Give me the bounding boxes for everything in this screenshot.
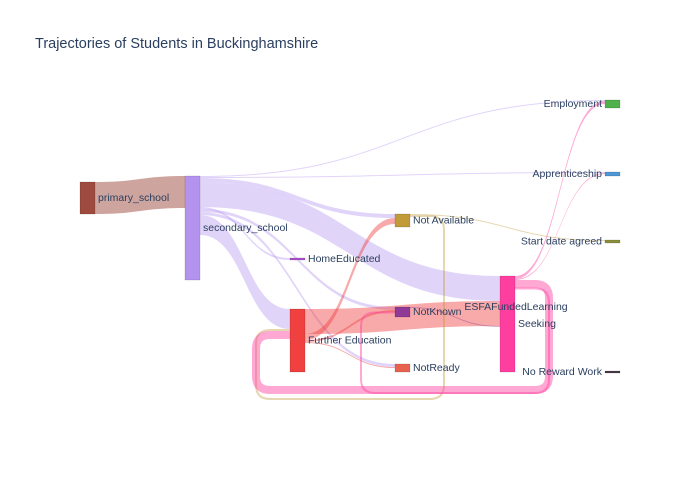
node-label-secondary_school: secondary_school	[203, 222, 288, 234]
node-primary_school[interactable]	[79, 181, 96, 215]
link-Further-Education-to-ESFAFundedLearning[interactable]	[305, 301, 500, 334]
node-No-Reward-Work[interactable]	[604, 370, 621, 374]
node-label-Employment: Employment	[544, 98, 602, 110]
link-ESFAFundedLearning-to-Apprenticeship[interactable]	[515, 173, 605, 280]
link-secondary_school-to-ESFAFundedLearning[interactable]	[200, 182, 500, 301]
link-secondary_school-to-Employment[interactable]	[200, 100, 605, 177]
nodes-layer	[79, 99, 621, 374]
node-label-Not-Available: Not Available	[413, 214, 474, 226]
chart-title: Trajectories of Students in Buckinghamsh…	[35, 36, 319, 52]
node-label-Apprenticeship: Apprenticeship	[533, 168, 603, 180]
link-secondary_school-to-HomeEducated[interactable]	[200, 207, 290, 260]
node-Apprenticeship[interactable]	[604, 171, 621, 177]
node-Not-Available[interactable]	[394, 213, 411, 228]
link-ESFAFundedLearning-to-NotKnown[interactable]	[360, 287, 550, 394]
link-secondary_school-to-Apprenticeship[interactable]	[200, 172, 605, 178]
node-label-No-Reward-Work: No Reward Work	[522, 366, 602, 378]
link-Further-Education-to-NotKnown[interactable]	[305, 310, 395, 342]
node-NotReady[interactable]	[394, 363, 411, 373]
link-Not-Available-to-Start-date-agreed[interactable]	[410, 214, 605, 241]
node-label-Seeking: Seeking	[518, 318, 556, 330]
node-label-NotKnown: NotKnown	[413, 306, 462, 318]
link-Not-Available-to-Further-Education[interactable]	[255, 215, 445, 400]
node-Further-Education[interactable]	[289, 308, 306, 373]
node-label-Further-Education: Further Education	[308, 334, 392, 346]
node-label-HomeEducated: HomeEducated	[308, 253, 381, 265]
node-Start-date-agreed[interactable]	[604, 239, 621, 244]
node-HomeEducated[interactable]	[289, 257, 306, 261]
link-secondary_school-to-NotReady[interactable]	[200, 212, 395, 367]
link-ESFAFundedLearning-to-Further-Education[interactable]	[252, 280, 553, 394]
node-Employment[interactable]	[604, 99, 621, 109]
node-label-primary_school: primary_school	[98, 192, 169, 204]
labels-layer: primary_school secondary_schoolHomeEducat…	[98, 98, 603, 378]
node-ESFAFundedLearning[interactable]	[499, 275, 516, 373]
link-NotKnown-to-ESFAFundedLearning[interactable]	[410, 307, 500, 327]
link-Further-Education-to-Not-Available[interactable]	[305, 218, 395, 340]
node-NotKnown[interactable]	[394, 306, 411, 318]
link-primary_school-to-secondary_school[interactable]	[95, 176, 185, 214]
link-secondary_school-to-Not-Available[interactable]	[200, 178, 395, 218]
node-secondary_school[interactable]	[184, 175, 201, 281]
link-Further-Education-to-NotReady[interactable]	[305, 342, 395, 368]
link-ESFAFundedLearning-to-Employment[interactable]	[515, 101, 605, 279]
links-layer	[95, 100, 605, 400]
link-secondary_school-to-Further-Education[interactable]	[200, 215, 290, 329]
node-label-ESFAFundedLearning: ESFAFundedLearning	[464, 301, 567, 313]
node-label-Start-date-agreed: Start date agreed	[521, 235, 602, 247]
node-label-NotReady: NotReady	[413, 362, 460, 374]
